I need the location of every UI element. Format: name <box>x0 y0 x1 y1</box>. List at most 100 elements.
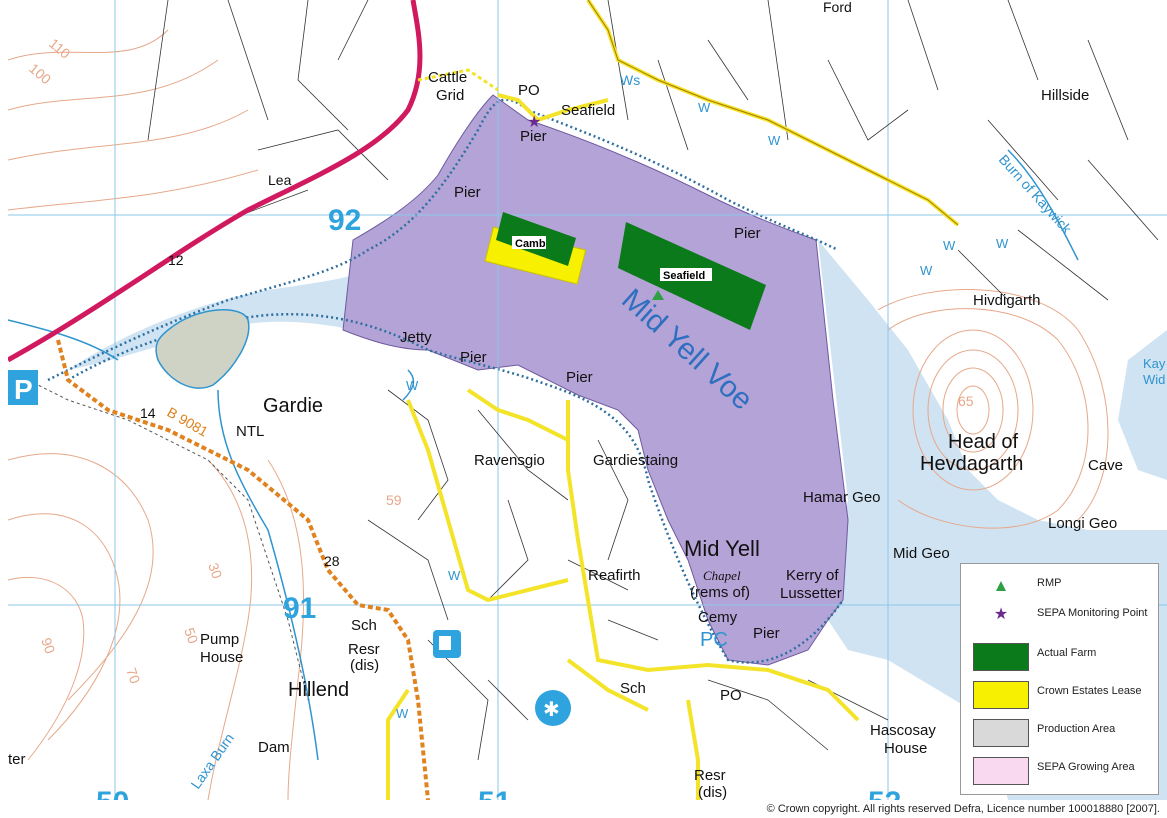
label-hascosay: Hascosay <box>870 722 936 739</box>
label-longi-geo: Longi Geo <box>1048 515 1117 532</box>
grid-number-51: 51 <box>478 786 511 800</box>
label-pump: Pump <box>200 631 239 648</box>
spot-height-14: 14 <box>140 405 156 421</box>
track <box>27 379 309 701</box>
label-hevdagarth: Hevdagarth <box>920 453 1023 475</box>
label-w-1: W <box>698 100 711 115</box>
grid-number-50: 50 <box>96 786 129 800</box>
label-po-bottom: PO <box>720 687 742 704</box>
leisure-icon: ✱ <box>535 690 571 726</box>
label-kay: Kay <box>1143 356 1166 371</box>
label-pier-2: Pier <box>454 184 481 201</box>
label-ws: Ws <box>620 72 640 88</box>
label-w-7: W <box>396 706 409 721</box>
label-cemy: Cemy <box>698 609 738 626</box>
label-head-of: Head of <box>948 431 1018 453</box>
star-icon: ★ <box>993 604 1009 623</box>
road-edges <box>587 0 959 226</box>
label-mid-yell: Mid Yell <box>684 536 760 561</box>
label-hascosay-house: House <box>884 740 927 757</box>
label-resr-2: Resr <box>694 767 726 784</box>
copyright-notice: © Crown copyright. All rights reserved D… <box>766 803 1160 815</box>
label-cave: Cave <box>1088 457 1123 474</box>
contours <box>7 29 1109 801</box>
label-w-5: W <box>406 378 419 393</box>
legend-row-production-area: Production Area <box>961 714 1160 747</box>
farm-label-seafield: Seafield <box>663 270 705 282</box>
label-mid-geo: Mid Geo <box>893 545 950 562</box>
spot-height-28: 28 <box>324 553 340 569</box>
label-ter: ter <box>8 751 26 768</box>
label-hillend: Hillend <box>288 679 349 701</box>
label-cattle: Cattle <box>428 69 467 86</box>
label-gardie: Gardie <box>263 395 323 417</box>
svg-text:✱: ✱ <box>543 697 560 721</box>
label-hamar-geo: Hamar Geo <box>803 489 881 506</box>
legend-label-sepa-point: SEPA Monitoring Point <box>1037 607 1148 619</box>
label-pier-3: Pier <box>734 225 761 242</box>
label-rems-of: (rems of) <box>690 584 750 601</box>
label-pier-5: Pier <box>566 369 593 386</box>
spot-height-65: 65 <box>958 393 974 409</box>
contour-label-50: 50 <box>181 626 201 646</box>
label-w-6: W <box>448 568 461 583</box>
label-w-2: W <box>768 133 781 148</box>
coastline-south <box>67 313 845 664</box>
legend-row-actual-farm: Actual Farm <box>961 638 1160 671</box>
farm-label-camb: Camb <box>515 238 546 250</box>
actual-farm-swatch <box>973 643 1029 671</box>
b-road <box>56 339 430 801</box>
label-gardiestaing: Gardiestaing <box>593 452 678 469</box>
label-jetty: Jetty <box>400 329 432 346</box>
map-canvas: ★ P ✱ Cattle Grid PO Seafield Ford Ws Hi… <box>6 0 1167 818</box>
triangle-icon <box>973 573 1029 601</box>
label-chapel: Chapel <box>703 568 741 583</box>
production-area-swatch <box>973 719 1029 747</box>
label-sch-1: Sch <box>351 617 377 634</box>
grid-number-91: 91 <box>283 592 316 625</box>
label-pc: PC <box>700 629 728 651</box>
contour-label-90: 90 <box>38 636 58 656</box>
fuel-icon <box>433 630 461 658</box>
voe-growing-area <box>342 94 849 666</box>
parking-icon: P <box>8 370 38 405</box>
streams <box>7 149 1079 761</box>
grid-number-92: 92 <box>328 204 361 237</box>
contour-label-70: 70 <box>123 666 143 686</box>
label-house: House <box>200 649 243 666</box>
legend-row-growing-area: SEPA Growing Area <box>961 752 1160 785</box>
label-hivdigarth: Hivdigarth <box>973 292 1041 309</box>
label-ntl: NTL <box>236 423 264 440</box>
label-lea: Lea <box>268 172 292 188</box>
label-grid: Grid <box>436 87 464 104</box>
sepa-monitoring-marker: ★ <box>527 112 541 131</box>
legend-label-actual-farm: Actual Farm <box>1037 647 1097 659</box>
rmp-marker <box>652 290 664 300</box>
label-dis-1: (dis) <box>350 657 379 674</box>
crown-lease-swatch <box>973 681 1029 709</box>
label-w-8: W <box>943 238 956 253</box>
a-road <box>6 0 423 363</box>
label-w-3: W <box>996 236 1009 251</box>
label-pier-4: Pier <box>460 349 487 366</box>
legend-row-sepa-point: ★ SEPA Monitoring Point <box>961 598 1160 628</box>
contour-label-30: 30 <box>205 561 225 581</box>
legend-label-rmp: RMP <box>1037 577 1062 589</box>
legend-row-rmp: RMP <box>961 568 1160 598</box>
label-hillside: Hillside <box>1041 87 1089 104</box>
label-seafield: Seafield <box>561 102 615 119</box>
growing-area-swatch <box>973 757 1029 785</box>
label-w-4: W <box>920 263 933 278</box>
label-resr-1: Resr <box>348 641 380 658</box>
coastline <box>47 98 839 382</box>
spot-height-59: 59 <box>386 492 402 508</box>
farm-label-bg-camb <box>512 236 546 249</box>
label-po-top: PO <box>518 82 540 99</box>
map-legend: RMP ★ SEPA Monitoring Point Actual Farm … <box>960 563 1159 795</box>
spot-height-12: 12 <box>168 252 184 268</box>
label-lussetter: Lussetter <box>780 585 842 602</box>
farm-label-bg-seafield <box>660 268 712 281</box>
svg-text:P: P <box>14 374 33 405</box>
label-pier-1: Pier <box>520 128 547 145</box>
label-sch-2: Sch <box>620 680 646 697</box>
